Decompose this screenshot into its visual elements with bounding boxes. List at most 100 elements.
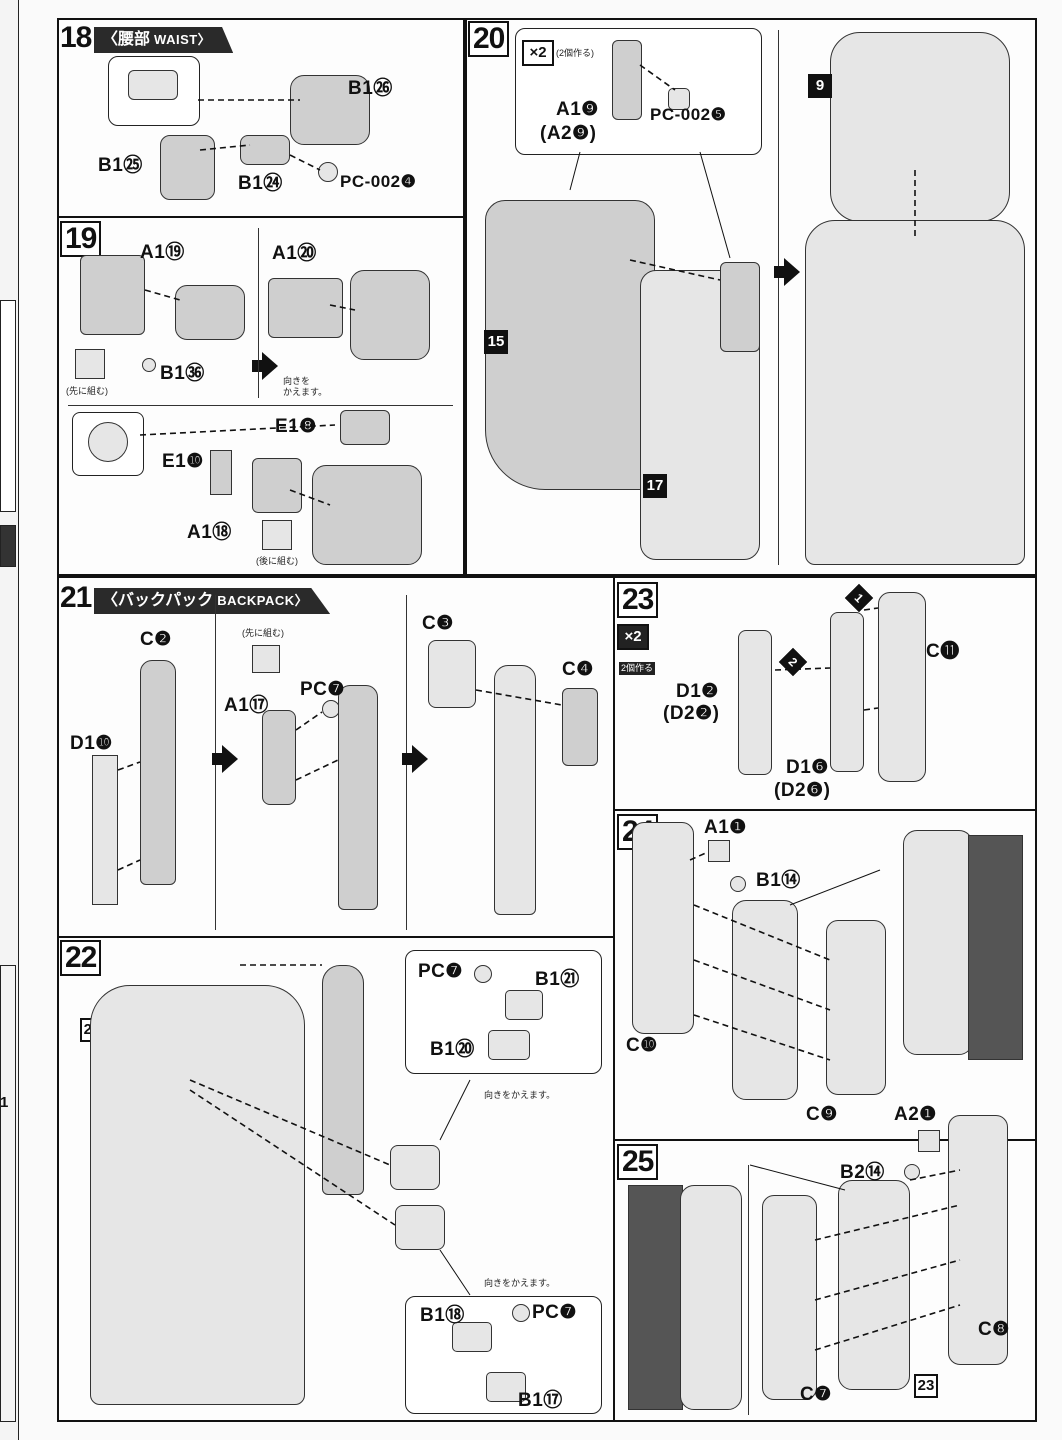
waist-assembly-3: [312, 465, 422, 565]
note-change-dir-lower: 向きをかえます。: [484, 1278, 556, 1288]
later-assemble-icon: [262, 520, 292, 550]
side-armor: [826, 920, 886, 1095]
joint-lower: [395, 1205, 445, 1250]
part-e1-8: [340, 410, 390, 445]
ref-9: 9: [808, 74, 832, 98]
label-a2-9: (A2❾): [540, 123, 597, 144]
note-assemble-later: (後に組む): [256, 556, 298, 566]
step-19-progress-arrow: [252, 352, 278, 380]
label-a1-9: A1❾: [556, 99, 599, 120]
backpack-c2-assembled: [338, 685, 378, 910]
step-20-progress-arrow: [774, 258, 800, 286]
waist-part-b1-26: [290, 75, 370, 145]
backpack-main: [494, 665, 536, 915]
previous-page-box-1: [0, 300, 16, 512]
previous-page-label: 1: [0, 1094, 9, 1111]
label-b1-20: B1⑳: [430, 1039, 475, 1060]
note-change-direction-1: 向きを: [283, 376, 311, 386]
label-b1-26: B1㉖: [348, 78, 393, 99]
waist-assembly: [175, 285, 245, 340]
step-19-h-divider: [68, 405, 453, 406]
detail-front-25: [680, 1185, 742, 1410]
label-d1-10: D1❿: [70, 733, 113, 754]
detail-front: [903, 830, 973, 1055]
label-d1-2: D1❷: [676, 681, 719, 702]
label-c9: C❾: [806, 1104, 838, 1125]
step-23-number: 23: [617, 582, 659, 618]
label-d2-2: (D2❷): [663, 703, 720, 724]
part-a1-18: [252, 458, 302, 513]
label-b1-21: B1㉑: [535, 969, 580, 990]
label-a1-20: A1⑳: [272, 243, 317, 264]
knee-armor-right: [720, 262, 760, 352]
label-c7: C❼: [800, 1384, 832, 1405]
c7-plate: [838, 1180, 910, 1390]
label-a1-17: A1⑰: [224, 695, 269, 716]
step-23-multiplier: ×2: [617, 624, 649, 650]
backpack-c3: [428, 640, 476, 708]
previous-page-box-2: [0, 525, 16, 567]
previous-page-box-3: [0, 965, 16, 1422]
ref-15: 15: [484, 330, 508, 354]
step-20-number: 20: [468, 21, 510, 57]
label-pc7-upper: PC❼: [418, 961, 463, 982]
armor-a1-19: [80, 255, 145, 335]
label-c11: C⓫: [926, 641, 960, 662]
step-23-panel: [613, 576, 1037, 811]
step-21-number: 21: [60, 581, 92, 614]
backpack-c2: [140, 660, 176, 885]
label-d1-6: D1❻: [786, 757, 829, 778]
note-assemble-first-21: (先に組む): [242, 628, 284, 638]
step-23-multiplier-note: 2個作る: [619, 662, 656, 675]
label-b1-24: B1㉔: [238, 173, 283, 194]
step-21-title-jp: 〈バックパック: [102, 592, 214, 609]
b2-14-part: [904, 1164, 920, 1180]
label-b1-36: B1㊱: [160, 363, 205, 384]
waist-joint-part: [128, 70, 178, 100]
step-21-title-en: BACKPACK〉: [217, 593, 309, 608]
label-c3: C❸: [422, 613, 454, 634]
joint-upper: [390, 1145, 440, 1190]
note-change-dir-upper: 向きをかえます。: [484, 1090, 556, 1100]
b1-17: [486, 1372, 526, 1402]
backpack-assembly: [322, 965, 364, 1195]
side-armor-25: [762, 1195, 817, 1400]
step-22-number: 22: [60, 940, 102, 976]
first-assemble-icon-21: [252, 645, 280, 673]
step-18-title-jp: 〈腰部: [102, 31, 151, 48]
label-c4: C❹: [562, 659, 594, 680]
label-pc-7: PC❼: [300, 679, 345, 700]
first-assemble-icon: [75, 349, 105, 379]
a1-1-part: [708, 840, 730, 862]
label-e1-10: E1❿: [162, 451, 204, 472]
label-a1-18: A1⑱: [187, 522, 232, 543]
step-20-divider: [778, 30, 779, 565]
part-d1-6: [830, 612, 864, 772]
label-c8: C❽: [978, 1319, 1010, 1340]
label-b1-18: B1⑱: [420, 1305, 465, 1326]
label-c2: C❷: [140, 629, 172, 650]
step-19-divider: [258, 228, 259, 398]
step-25-divider: [748, 1165, 749, 1415]
label-d2-6: (D2❻): [774, 780, 831, 801]
label-b2-14: B2⑭: [840, 1162, 885, 1183]
backpack-a1-17: [262, 710, 296, 805]
label-a1-19: A1⑲: [140, 242, 185, 263]
detail-back: [968, 835, 1023, 1060]
waist-assembly-2: [350, 270, 430, 360]
step-18-number: 18: [60, 21, 92, 54]
body-assembly: [90, 985, 305, 1405]
step-19-number: 19: [60, 221, 102, 257]
backpack-d1-10: [92, 755, 118, 905]
b1-14-part: [730, 876, 746, 892]
knee-part-a1-9: [612, 40, 642, 120]
c10-plate: [632, 822, 694, 1034]
step-25-number: 25: [617, 1144, 659, 1180]
step-20-multiplier: ×2: [522, 40, 554, 66]
part-e1-10: [210, 450, 232, 495]
label-a1-1: A1❶: [704, 817, 747, 838]
a2-1-part: [918, 1130, 940, 1152]
part-b1-36: [142, 358, 156, 372]
